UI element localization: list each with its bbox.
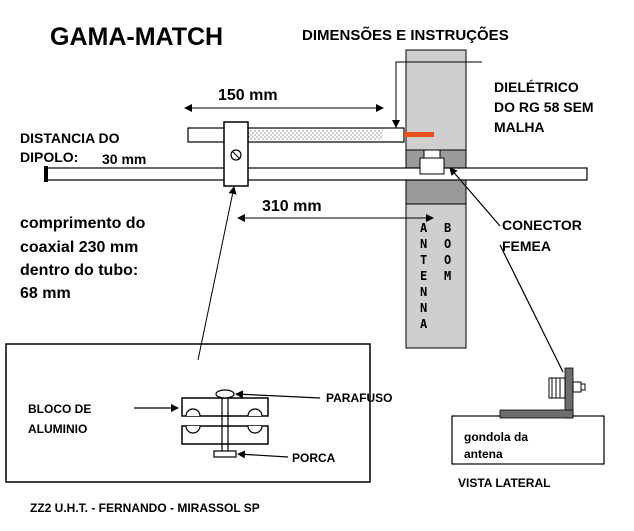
connector-leader bbox=[449, 167, 501, 227]
svg-text:T: T bbox=[420, 253, 427, 267]
coax-length-line-2: coaxial 230 mm bbox=[20, 239, 138, 256]
gondola-line-2: antena bbox=[464, 447, 503, 461]
connector-side-view-leader bbox=[499, 244, 564, 373]
dielectric-segment bbox=[404, 132, 434, 137]
dielectric-line-3: MALHA bbox=[494, 119, 545, 135]
credits: ZZ2 U.H.T. - FERNANDO - MIRASSOL SP bbox=[30, 501, 260, 515]
coax-length-line-4: 68 mm bbox=[20, 285, 71, 302]
screw-head bbox=[215, 389, 235, 399]
dielectric-line-2: DO RG 58 SEM bbox=[494, 99, 594, 115]
coax-length-line-3: dentro do tubo: bbox=[20, 262, 138, 279]
dipole-end-cap bbox=[44, 166, 48, 182]
svg-text:N: N bbox=[420, 237, 427, 251]
gondola-box bbox=[451, 415, 605, 465]
title: GAMA-MATCH bbox=[50, 23, 223, 51]
nut-arrow bbox=[237, 450, 289, 459]
svg-text:E: E bbox=[420, 269, 427, 283]
svg-text:N: N bbox=[420, 301, 427, 315]
side-view-label: VISTA LATERAL bbox=[458, 476, 550, 490]
svg-text:O: O bbox=[444, 253, 451, 267]
block-label-line-1: BLOCO DE bbox=[28, 402, 91, 416]
coax-inside-tube bbox=[243, 130, 383, 140]
svg-text:A: A bbox=[420, 317, 428, 331]
detail-leader bbox=[197, 186, 237, 361]
svg-text:O: O bbox=[444, 237, 451, 251]
aluminium-block-drawing bbox=[181, 389, 269, 458]
nut-label: PORCA bbox=[292, 451, 336, 465]
dim-150-label: 150 mm bbox=[218, 87, 278, 104]
subtitle: DIMENSÕES E INSTRUÇÕES bbox=[302, 26, 509, 44]
svg-text:M: M bbox=[444, 269, 451, 283]
block-label-line-2: ALUMINIO bbox=[28, 422, 87, 436]
dipole-distance-line-1: DISTANCIA DO bbox=[20, 130, 120, 146]
svg-text:A: A bbox=[420, 221, 428, 235]
screw-label: PARAFUSO bbox=[326, 391, 392, 405]
connector-line-2: FEMEA bbox=[502, 238, 551, 254]
connector-female bbox=[419, 157, 445, 175]
nut bbox=[213, 450, 237, 458]
screw-arrow bbox=[235, 390, 321, 399]
dipole-distance-line-2: DIPOLO: bbox=[20, 149, 78, 165]
coax-length-line-1: comprimento do bbox=[20, 215, 146, 232]
boom-vertical-text-boom: B O O M bbox=[444, 221, 451, 283]
gondola-line-1: gondola da bbox=[464, 430, 528, 444]
connector-line-1: CONECTOR bbox=[502, 217, 582, 233]
dipole-tube bbox=[44, 167, 588, 181]
dim-310-label: 310 mm bbox=[262, 198, 322, 215]
side-view-bracket bbox=[499, 367, 586, 419]
svg-text:B: B bbox=[444, 221, 451, 235]
svg-text:N: N bbox=[420, 285, 427, 299]
dipole-distance-value: 30 mm bbox=[102, 151, 146, 167]
dielectric-line-1: DIELÉTRICO bbox=[494, 79, 579, 95]
connector-top bbox=[423, 149, 441, 159]
boom-vertical-text-antenna: A N T E N N A bbox=[420, 221, 428, 331]
